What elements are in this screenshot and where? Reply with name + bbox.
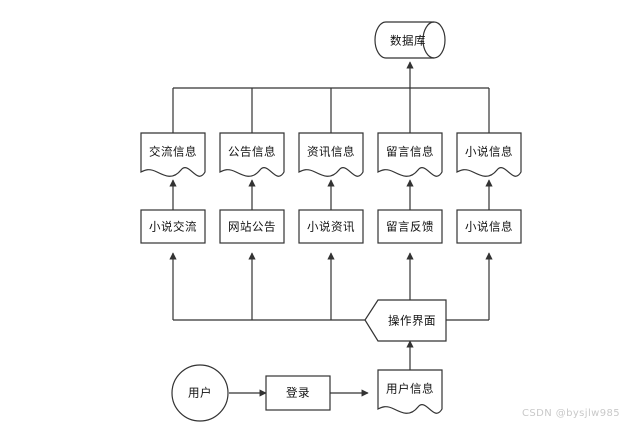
csdn-watermark: CSDN @bysjlw985 (522, 408, 620, 419)
node-module-2[interactable]: 小说资讯 (298, 209, 364, 244)
node-data-3[interactable]: 留言信息 (377, 132, 443, 177)
node-login[interactable]: 登录 (265, 375, 331, 411)
connector-bus-top (172, 61, 490, 133)
node-data-0-label: 交流信息 (149, 145, 197, 159)
node-data-4[interactable]: 小说信息 (456, 132, 522, 177)
node-data-2[interactable]: 资讯信息 (298, 132, 364, 177)
node-data-4-label: 小说信息 (465, 145, 513, 159)
node-user-actor-label: 用户 (188, 386, 212, 400)
connector-module-to-data (169, 179, 493, 210)
node-user-actor[interactable]: 用户 (171, 364, 229, 422)
node-data-1-label: 公告信息 (228, 145, 276, 159)
node-module-0[interactable]: 小说交流 (140, 209, 206, 244)
node-user-info[interactable]: 用户信息 (377, 369, 443, 414)
connector-entry-flow (229, 340, 414, 397)
connector-bus-bottom (169, 252, 493, 321)
node-data-0[interactable]: 交流信息 (140, 132, 206, 177)
node-module-4[interactable]: 小说信息 (456, 209, 522, 244)
node-data-1[interactable]: 公告信息 (219, 132, 285, 177)
node-module-3-label: 留言反馈 (386, 220, 434, 234)
node-operation-interface[interactable]: 操作界面 (364, 299, 447, 342)
node-module-1[interactable]: 网站公告 (219, 209, 285, 244)
node-module-3[interactable]: 留言反馈 (377, 209, 443, 244)
node-module-0-label: 小说交流 (149, 220, 197, 234)
node-database-label: 数据库 (390, 34, 426, 48)
node-operation-interface-label: 操作界面 (388, 314, 436, 328)
node-module-2-label: 小说资讯 (307, 220, 355, 234)
node-data-3-label: 留言信息 (386, 145, 434, 159)
node-user-info-label: 用户信息 (386, 382, 434, 396)
node-database[interactable]: 数据库 (374, 21, 446, 59)
node-module-1-label: 网站公告 (228, 220, 276, 234)
node-module-4-label: 小说信息 (465, 220, 513, 234)
node-login-label: 登录 (286, 386, 310, 400)
node-data-2-label: 资讯信息 (307, 145, 355, 159)
